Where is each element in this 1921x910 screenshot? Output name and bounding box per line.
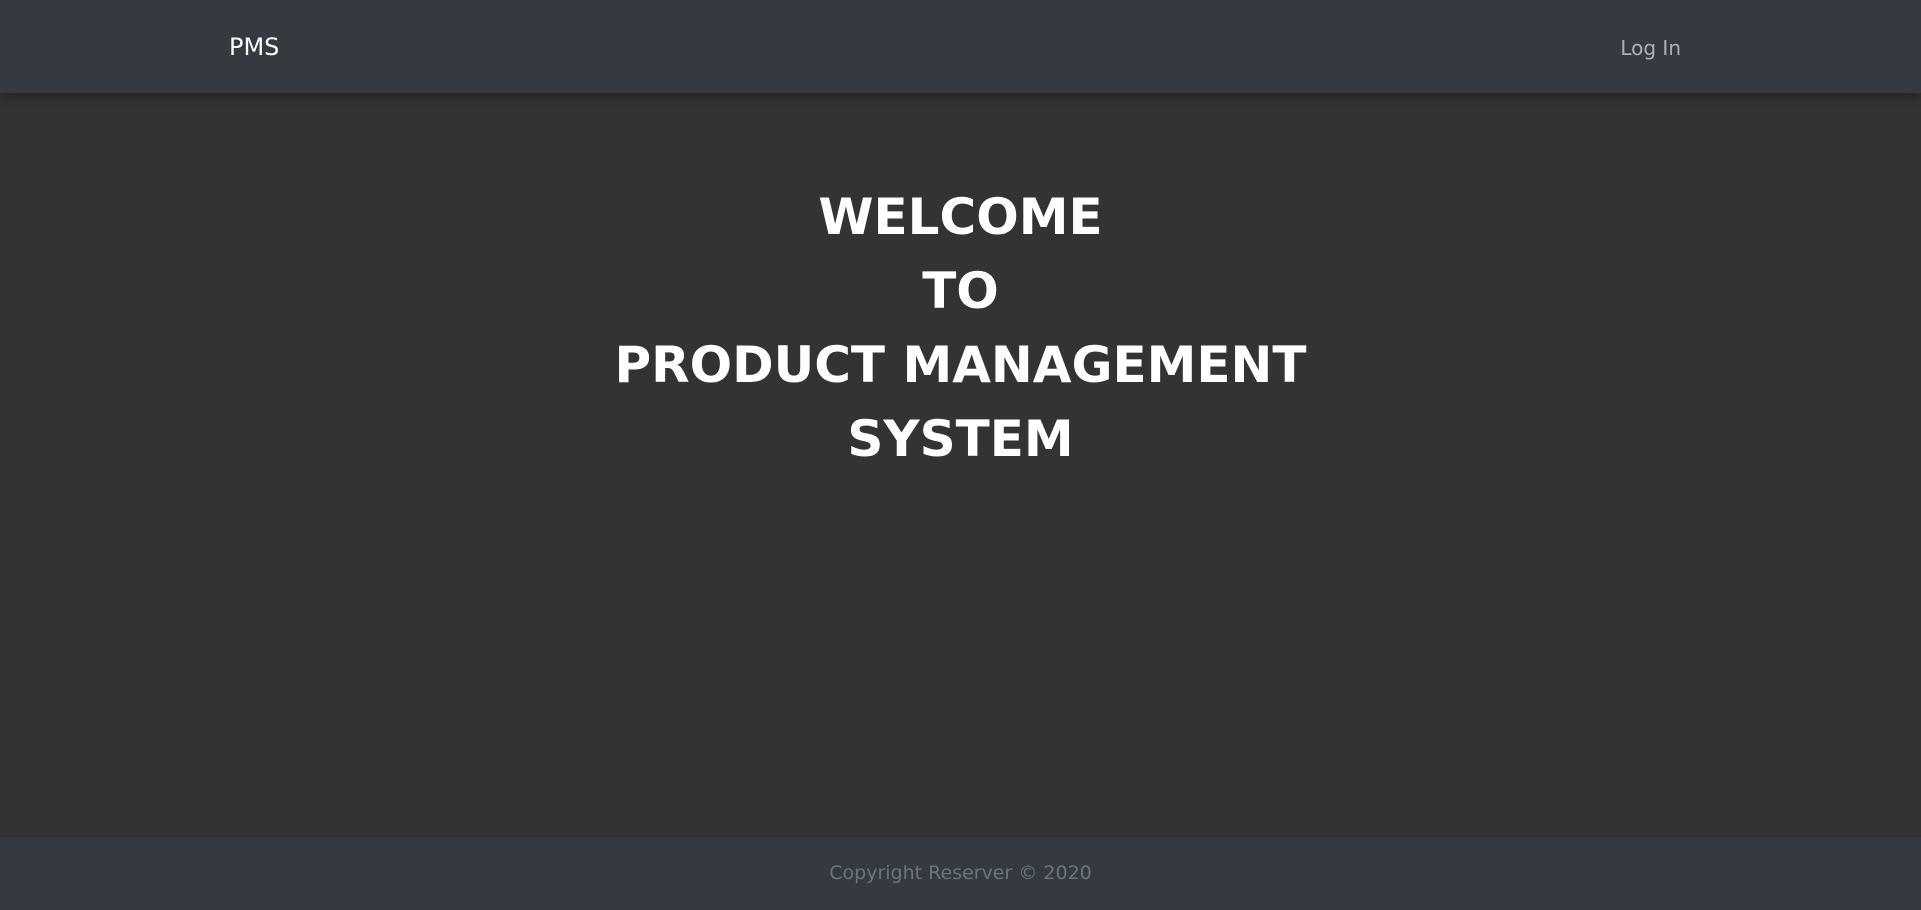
welcome-heading: WELCOME TO PRODUCT MANAGEMENT SYSTEM	[0, 180, 1921, 476]
heading-line-welcome: WELCOME	[818, 188, 1103, 246]
navbar: PMS Log In	[0, 0, 1921, 93]
heading-line-to: TO	[922, 262, 999, 320]
heading-line-product-management: PRODUCT MANAGEMENT	[614, 336, 1307, 394]
heading-line-system: SYSTEM	[847, 410, 1074, 468]
footer: Copyright Reserver © 2020	[0, 837, 1921, 910]
login-link[interactable]: Log In	[1620, 36, 1681, 60]
copyright-text: Copyright Reserver © 2020	[829, 862, 1092, 884]
brand-link[interactable]: PMS	[229, 33, 280, 61]
